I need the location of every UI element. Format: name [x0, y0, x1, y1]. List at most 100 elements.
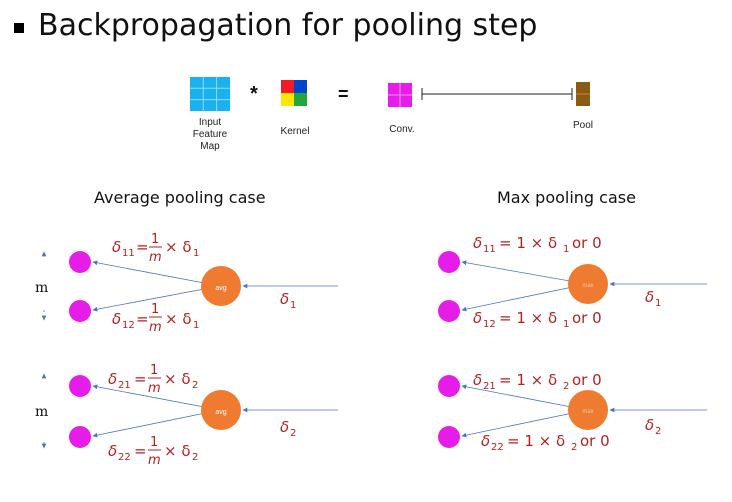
- gradient-arrow: [461, 384, 588, 411]
- svg-text:1: 1: [193, 320, 199, 331]
- slide-title: Backpropagation for pooling step: [38, 8, 538, 43]
- gradient-arrow: [461, 283, 588, 312]
- delta-11-equation: δ 11 = 1 m × δ 1: [112, 232, 199, 265]
- delta-12-equation: δ 12 = 1 m × δ 1: [112, 302, 199, 335]
- output-node: [69, 300, 91, 322]
- output-node: [438, 375, 460, 397]
- svg-text:21: 21: [483, 381, 496, 392]
- conv-output-icon: [388, 83, 412, 111]
- svg-text:2: 2: [571, 442, 577, 453]
- svg-text:δ: δ: [645, 288, 654, 306]
- delta-22-max-equation: δ 22 = 1 × δ 2 or 0: [481, 432, 610, 453]
- m-label: m: [35, 404, 48, 420]
- svg-text:or 0: or 0: [572, 309, 602, 327]
- svg-text:δ: δ: [280, 418, 289, 436]
- svg-text:m: m: [148, 381, 161, 396]
- svg-text:× δ: × δ: [164, 370, 191, 388]
- svg-text:or 0: or 0: [572, 371, 602, 389]
- kernel-icon: [281, 80, 307, 110]
- svg-text:=: =: [136, 310, 149, 328]
- input-delta-1-label: δ 1: [280, 290, 296, 311]
- svg-text:δ: δ: [645, 416, 654, 434]
- svg-text:= 1 × δ: = 1 × δ: [499, 371, 557, 389]
- svg-text:m: m: [148, 453, 161, 468]
- svg-text:= 1 × δ: = 1 × δ: [499, 234, 557, 252]
- avg-top-block: m avg δ 11 = 1 m × δ 1 δ 12 = 1 m × δ 1: [35, 232, 338, 335]
- svg-text:1: 1: [150, 435, 158, 450]
- svg-text:=: =: [134, 442, 147, 460]
- svg-text:2: 2: [290, 428, 296, 439]
- svg-text:δ: δ: [108, 370, 117, 388]
- svg-text:2: 2: [563, 381, 569, 392]
- svg-text:=: =: [134, 370, 147, 388]
- svg-text:22: 22: [491, 442, 504, 453]
- pool-label: Pool: [572, 120, 593, 131]
- svg-text:1: 1: [193, 248, 199, 259]
- gradient-arrow: [461, 409, 588, 438]
- svg-text:11: 11: [122, 248, 135, 259]
- delta-21-equation: δ 21 = 1 m × δ 2: [108, 363, 198, 396]
- max-node-label: max: [582, 283, 593, 289]
- svg-text:12: 12: [122, 320, 135, 331]
- svg-text:=: =: [136, 238, 149, 256]
- svg-text:m: m: [149, 320, 162, 335]
- avg-pool-node: [201, 266, 241, 306]
- m-label: m: [35, 280, 48, 296]
- pool-output-icon: [576, 82, 590, 110]
- svg-text:1: 1: [151, 302, 159, 317]
- delta-21-max-equation: δ 21 = 1 × δ 2 or 0: [473, 371, 602, 392]
- svg-text:1: 1: [563, 319, 569, 330]
- delta-11-max-equation: δ 11 = 1 × δ 1 or 0: [473, 234, 602, 255]
- svg-text:δ: δ: [112, 310, 121, 328]
- svg-text:1: 1: [151, 232, 159, 247]
- kernel-label: Kernel: [280, 126, 310, 137]
- output-node: [438, 251, 460, 273]
- title-bullet: [14, 23, 24, 33]
- max-pooling-title: Max pooling case: [497, 188, 636, 207]
- input-delta-1-label: δ 1: [645, 288, 661, 309]
- svg-text:× δ: × δ: [165, 238, 192, 256]
- gradient-arrow: [92, 384, 221, 411]
- svg-text:m: m: [149, 250, 162, 265]
- max-pool-node: [568, 264, 608, 304]
- output-node: [69, 251, 91, 273]
- svg-text:δ: δ: [473, 309, 482, 327]
- output-node: [69, 426, 91, 448]
- avg-bottom-block: m avg δ 21 = 1 m × δ 2 δ 22 = 1 m × δ 2: [35, 363, 338, 468]
- svg-text:2: 2: [655, 426, 661, 437]
- max-pool-node: [568, 390, 608, 430]
- svg-text:= 1 × δ: = 1 × δ: [507, 432, 565, 450]
- svg-text:× δ: × δ: [165, 310, 192, 328]
- svg-text:δ: δ: [473, 371, 482, 389]
- convolution-operator: *: [250, 83, 258, 105]
- avg-node-label: avg: [215, 285, 226, 292]
- gradient-arrow: [461, 260, 588, 285]
- svg-text:δ: δ: [280, 290, 289, 308]
- gradient-arrow: [92, 260, 221, 287]
- svg-text:1: 1: [290, 300, 296, 311]
- output-node: [438, 426, 460, 448]
- svg-text:11: 11: [483, 244, 496, 255]
- max-top-block: max δ 11 = 1 × δ 1 or 0 δ 12 = 1 × δ 1 o…: [438, 234, 707, 330]
- conv-label: Conv.: [389, 124, 415, 135]
- avg-node-label: avg: [215, 409, 226, 416]
- svg-text:2: 2: [192, 380, 198, 391]
- max-bottom-block: max δ 21 = 1 × δ 2 or 0 δ 22 = 1 × δ 2 o…: [438, 371, 707, 453]
- svg-text:δ: δ: [481, 432, 490, 450]
- avg-pooling-title: Average pooling case: [94, 188, 266, 207]
- delta-12-max-equation: δ 12 = 1 × δ 1 or 0: [473, 309, 602, 330]
- svg-text:22: 22: [118, 452, 131, 463]
- svg-text:12: 12: [483, 319, 496, 330]
- max-node-label: max: [582, 409, 593, 415]
- conv-to-pool-connector: [421, 88, 573, 100]
- input-feature-map-icon: [190, 77, 230, 115]
- svg-text:or 0: or 0: [572, 234, 602, 252]
- gradient-arrow: [92, 285, 221, 312]
- delta-22-equation: δ 22 = 1 m × δ 2: [108, 435, 198, 468]
- svg-text:1: 1: [563, 244, 569, 255]
- output-node: [438, 300, 460, 322]
- input-delta-2-label: δ 2: [280, 418, 296, 439]
- svg-text:× δ: × δ: [164, 442, 191, 460]
- svg-text:21: 21: [118, 380, 131, 391]
